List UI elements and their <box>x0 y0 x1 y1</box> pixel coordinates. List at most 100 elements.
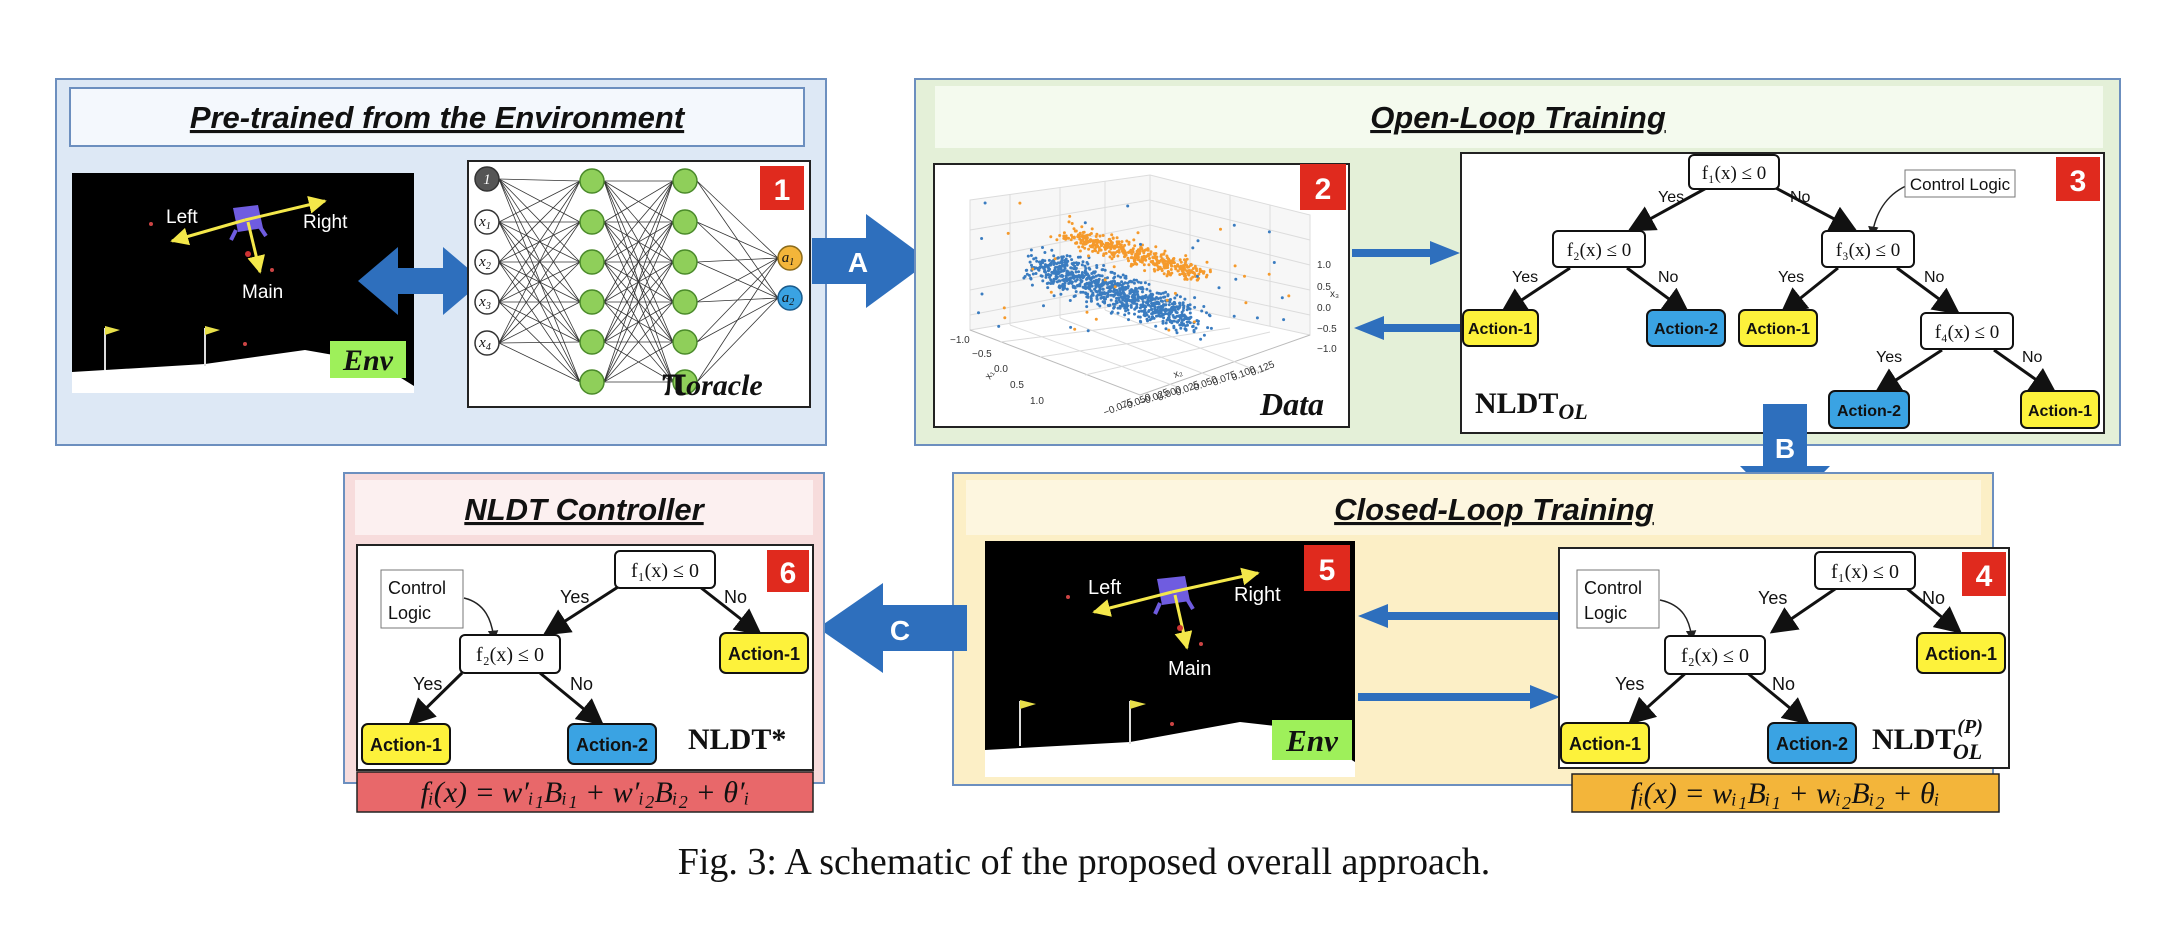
cl-control-line2: Logic <box>1584 603 1627 623</box>
scatter-point <box>1092 275 1096 279</box>
scatter-point <box>1085 310 1089 314</box>
scatter-point <box>1055 262 1059 266</box>
scatter-point <box>1081 234 1085 237</box>
scatter-point <box>1047 266 1050 270</box>
network-edge <box>498 178 581 383</box>
scatter-point <box>1130 280 1134 284</box>
scatter-point <box>1132 259 1136 263</box>
hidden-node-layer1 <box>579 289 605 315</box>
scatter-point <box>1099 296 1103 300</box>
scatter-point <box>1145 317 1149 321</box>
network-edge <box>696 257 779 383</box>
scatter-point <box>1006 231 1010 235</box>
scatter-point <box>1161 305 1165 309</box>
scatter-point <box>1086 329 1090 333</box>
scatter-point <box>1188 321 1192 325</box>
hidden-node-layer2 <box>672 329 698 355</box>
scatter-point <box>1148 257 1151 260</box>
scatter-point <box>1046 273 1050 277</box>
scatter-point <box>1097 246 1101 250</box>
scatter-point <box>1141 296 1144 300</box>
scatter-point <box>1101 283 1105 287</box>
scatter-point <box>1030 283 1034 287</box>
scatter-point <box>1132 278 1136 282</box>
input-node <box>474 330 500 356</box>
scatter-point <box>1179 264 1183 268</box>
env-left-label-2: Left <box>1088 577 1122 599</box>
scatter-point <box>1087 286 1091 290</box>
scatter-point <box>1282 318 1286 322</box>
scatter-point <box>1060 258 1064 262</box>
scatter-point <box>1061 288 1065 291</box>
scatter-point <box>1200 309 1204 313</box>
scatter-point <box>1191 270 1195 274</box>
scatter-point <box>1170 302 1174 306</box>
scatter-point <box>1139 242 1142 246</box>
scatter-point <box>1095 284 1099 288</box>
ol-yes-2: Yes <box>1512 269 1538 286</box>
scatter-point <box>1172 326 1176 330</box>
figure-caption: Fig. 3: A schematic of the proposed over… <box>677 841 1491 883</box>
scatter-point <box>1056 265 1060 269</box>
scatter-point <box>1108 287 1112 291</box>
scatter-point <box>1116 311 1120 315</box>
scatter-point <box>1153 303 1156 307</box>
scatter-point <box>1018 201 1022 205</box>
scatter-point <box>1042 304 1045 308</box>
scatter-point <box>1138 315 1142 319</box>
scatter-point <box>1069 325 1073 329</box>
scatter-point <box>1156 310 1159 314</box>
scatter-point <box>1074 270 1078 274</box>
scatter-point <box>1178 295 1182 299</box>
cl-tree-label: NLDT(P)OL <box>1872 716 1983 764</box>
scatter-point <box>1146 248 1150 252</box>
scatter-point <box>1098 248 1102 252</box>
scatter-point <box>1098 288 1102 292</box>
x-tick-label: 1.0 <box>1030 396 1044 407</box>
scatter-point <box>1036 267 1040 270</box>
scatter-point <box>1107 304 1111 308</box>
scatter-point <box>1043 270 1047 274</box>
scatter-point <box>1082 274 1086 278</box>
hidden-node-layer1 <box>579 168 605 194</box>
scatter-point <box>1133 312 1136 316</box>
scatter-point <box>1150 317 1154 321</box>
scatter-point <box>1061 255 1065 259</box>
scatter-point <box>1184 315 1188 319</box>
network-edge <box>498 341 581 344</box>
scatter-point <box>1185 257 1189 261</box>
scatter-point <box>1101 234 1105 237</box>
scatter-point <box>1110 282 1114 286</box>
scatter-point <box>1034 272 1038 275</box>
scatter-point <box>1041 265 1045 269</box>
scatter-point <box>1106 291 1109 295</box>
scatter-point <box>1114 291 1118 295</box>
scatter-point <box>1143 256 1147 260</box>
scatter-point <box>1029 254 1033 257</box>
scatter-point <box>1069 238 1073 242</box>
scatter-point <box>1070 258 1074 262</box>
scatter-point <box>1178 258 1182 262</box>
scatter-point <box>1195 269 1199 273</box>
network-edge <box>603 180 674 263</box>
scatter-point <box>1119 283 1122 287</box>
scatter-point <box>1139 281 1143 285</box>
scatter-point <box>1132 281 1136 285</box>
scatter-point <box>1176 263 1180 267</box>
scatter-point <box>1065 287 1069 291</box>
formula-closedloop-text: fᵢ(x) = wᵢ₁Bᵢ₁ + wᵢ₂Bᵢ₂ + θᵢ <box>1631 777 1940 810</box>
nldt-closedloop-tree: Control Logic f₁(x) ≤ 0 f₂(x) ≤ 0 Yes No… <box>1558 547 2010 769</box>
scatter-point <box>1071 285 1075 289</box>
scatter-point <box>1156 261 1160 265</box>
scatter-point <box>1191 325 1195 329</box>
scatter-point <box>1106 276 1109 280</box>
scatter-point <box>1173 291 1177 295</box>
scatter-point <box>1029 248 1033 252</box>
scatter-point <box>1135 278 1138 282</box>
scatter-point <box>1076 234 1080 238</box>
panel-pretrained: Pre-trained from the Environment Left Ri… <box>55 78 827 446</box>
scatter-point <box>1045 282 1049 285</box>
scatter-point <box>1181 301 1185 305</box>
arrow-c-label: C <box>890 615 910 646</box>
scatter-point <box>1153 307 1157 311</box>
